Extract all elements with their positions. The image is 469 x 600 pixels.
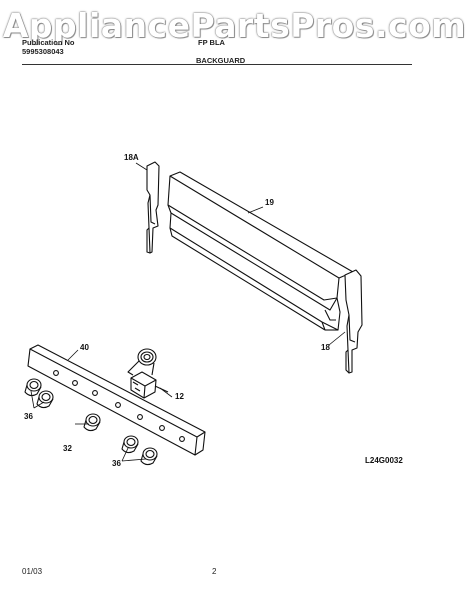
control-panel-bar [27, 344, 206, 456]
right-end-bracket [344, 269, 363, 374]
footer-date: 01/03 [22, 567, 43, 576]
callout-32: 32 [63, 444, 72, 453]
left-end-bracket [146, 161, 160, 254]
figure-code: L24G0032 [365, 456, 403, 465]
leader-lines [30, 162, 346, 462]
callout-40: 40 [80, 343, 89, 352]
header-rule [22, 64, 412, 65]
callout-36-left: 36 [24, 412, 33, 421]
callout-36-bottom: 36 [112, 459, 121, 468]
section-title: BACKGUARD [196, 56, 246, 65]
backguard-panel [167, 171, 354, 331]
ignition-switch [127, 348, 169, 399]
knob-center [83, 413, 101, 432]
model-number: FP BLA [198, 38, 225, 47]
knob-left-1 [24, 378, 42, 397]
callout-18: 18 [321, 343, 330, 352]
knob-bottom-1 [121, 435, 139, 454]
callout-18a: 18A [124, 153, 139, 162]
knob-bottom-2 [140, 447, 158, 466]
knob-left-2 [36, 390, 54, 409]
footer-page-number: 2 [212, 567, 217, 576]
callout-12: 12 [175, 392, 184, 401]
publication-number: 5995308043 [22, 47, 64, 56]
watermark: AppliancePartsPros.com [2, 6, 467, 45]
callout-19: 19 [265, 198, 274, 207]
publication-label: Publication No [22, 38, 75, 47]
